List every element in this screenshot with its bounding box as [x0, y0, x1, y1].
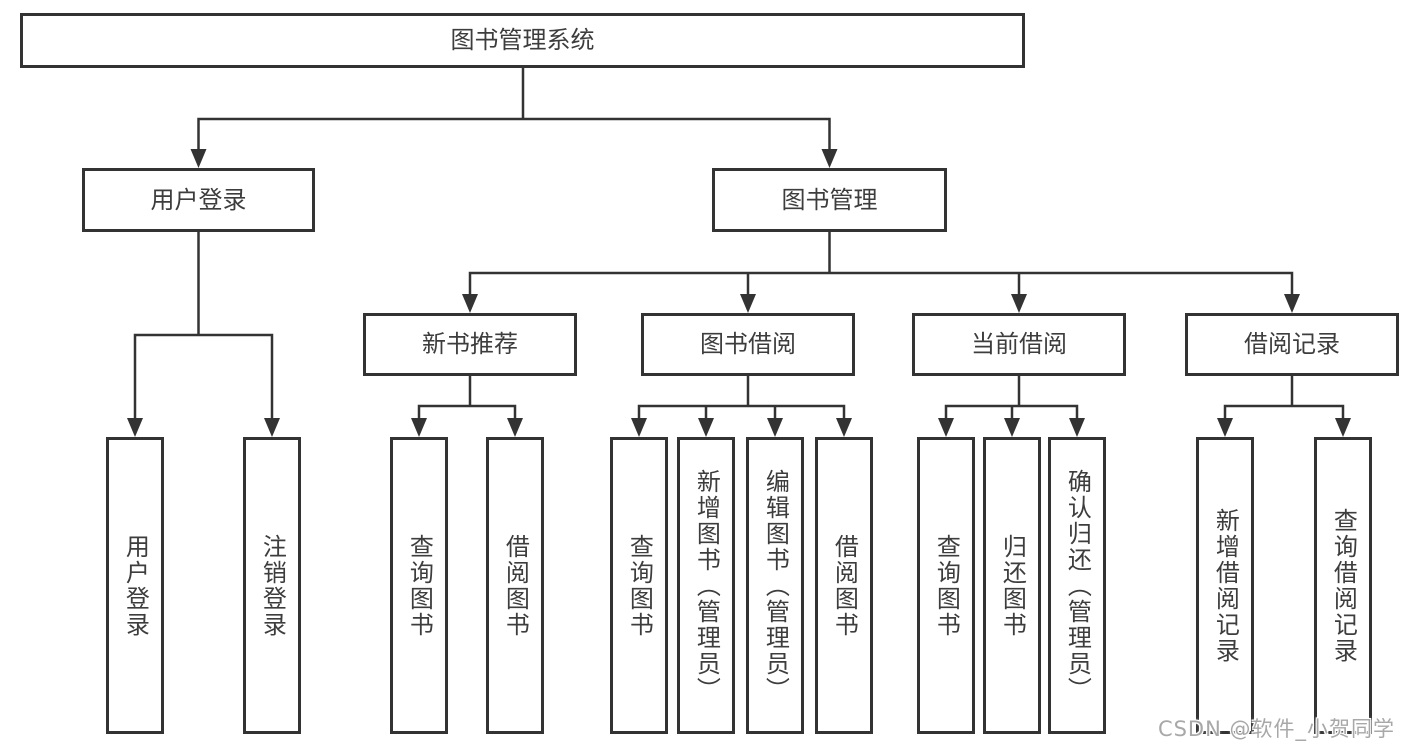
leaf-newbook-borrow-books: 借阅图书: [486, 437, 544, 734]
leaf-logout-login: 注销登录: [243, 437, 301, 734]
node-current-borrowing: 当前借阅: [912, 313, 1126, 376]
arrowhead-icon: [1335, 418, 1351, 437]
arrowhead-icon: [938, 418, 954, 437]
leaf-label: 借阅图书: [830, 533, 859, 638]
node-root: 图书管理系统: [20, 13, 1025, 68]
node-new-book-recommendation: 新书推荐: [363, 313, 577, 376]
node-book-management: 图书管理: [712, 168, 947, 232]
leaf-current-return-books: 归还图书: [983, 437, 1041, 734]
arrowhead-icon: [1217, 418, 1233, 437]
leaf-records-query-borrow-record: 查询借阅记录: [1314, 437, 1372, 734]
leaf-current-confirm-return-admin: 确认归还（管理员）: [1048, 437, 1106, 734]
node-borrowing-records: 借阅记录: [1185, 313, 1399, 376]
arrowhead-icon: [631, 418, 647, 437]
arrowhead-icon: [1284, 294, 1300, 313]
leaf-borrowing-add-books-admin: 新增图书（管理员）: [677, 437, 735, 734]
leaf-current-query-books: 查询图书: [917, 437, 975, 734]
node-book-borrowing: 图书借阅: [641, 313, 855, 376]
arrowhead-icon: [767, 418, 783, 437]
leaf-label: 新增借阅记录: [1211, 507, 1240, 664]
arrowhead-icon: [1069, 418, 1085, 437]
arrowhead-icon: [264, 418, 280, 437]
leaf-borrowing-edit-books-admin: 编辑图书（管理员）: [746, 437, 804, 734]
leaf-label: 用户登录: [121, 533, 150, 638]
arrowhead-icon: [740, 294, 756, 313]
node-user-login: 用户登录: [82, 168, 315, 232]
leaf-label: 确认归还（管理员）: [1063, 468, 1092, 703]
leaf-label: 查询图书: [405, 533, 434, 638]
arrowhead-icon: [127, 418, 143, 437]
leaf-records-add-borrow-record: 新增借阅记录: [1196, 437, 1254, 734]
leaf-label: 注销登录: [258, 533, 287, 638]
leaf-newbook-query-books: 查询图书: [390, 437, 448, 734]
arrowhead-icon: [698, 418, 714, 437]
arrowhead-icon: [411, 418, 427, 437]
leaf-user-login: 用户登录: [106, 437, 164, 734]
arrowhead-icon: [462, 294, 478, 313]
watermark: CSDN @软件_小贺同学: [1157, 717, 1395, 741]
arrowhead-icon: [836, 418, 852, 437]
leaf-label: 查询借阅记录: [1329, 507, 1358, 664]
leaf-label: 查询图书: [625, 533, 654, 638]
arrowhead-icon: [190, 149, 207, 168]
arrowhead-icon: [1011, 294, 1027, 313]
leaf-borrowing-borrow-books: 借阅图书: [815, 437, 873, 734]
leaf-label: 查询图书: [932, 533, 961, 638]
leaf-borrowing-query-books: 查询图书: [610, 437, 668, 734]
arrowhead-icon: [821, 149, 838, 168]
arrowhead-icon: [1004, 418, 1020, 437]
leaf-label: 新增图书（管理员）: [692, 468, 721, 703]
leaf-label: 编辑图书（管理员）: [761, 468, 790, 703]
leaf-label: 归还图书: [998, 533, 1027, 638]
arrowhead-icon: [507, 418, 523, 437]
leaf-label: 借阅图书: [501, 533, 530, 638]
